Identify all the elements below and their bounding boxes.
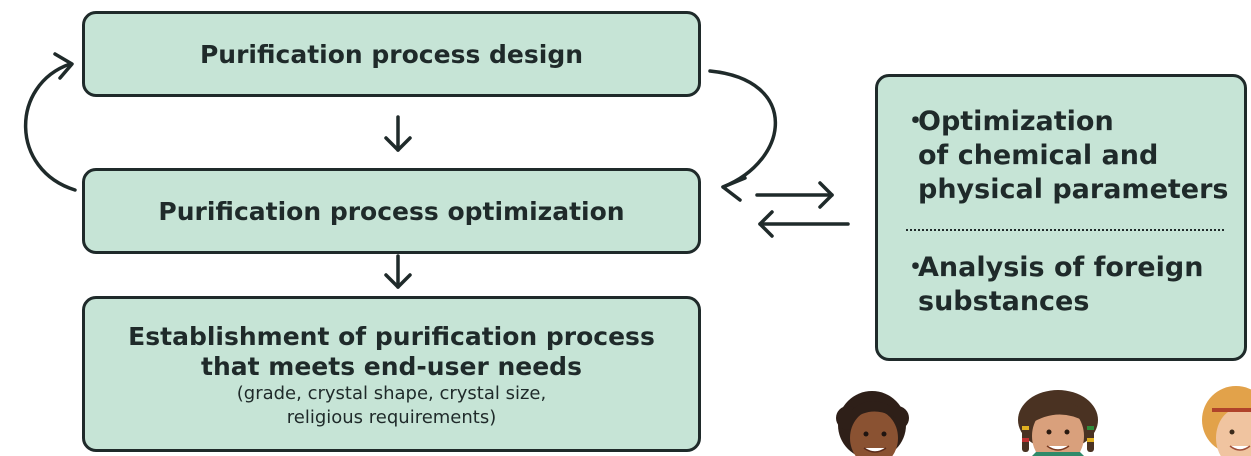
task-analysis: ・ Analysis of foreign substances — [902, 251, 1203, 319]
task-1-line-2: of chemical and — [918, 140, 1159, 171]
bullet-dot: ・ — [902, 106, 929, 137]
establishment-step-box: Establishment of purification process th… — [82, 296, 701, 452]
woman-blonde-hair-icon — [1202, 386, 1251, 456]
task-1-line-3: physical parameters — [918, 174, 1229, 205]
task-optimization: ・ Optimization of chemical and physical … — [902, 105, 1229, 207]
optimization-step-label: Purification process optimization — [158, 196, 625, 226]
tasks-box: ・ Optimization of chemical and physical … — [875, 74, 1247, 361]
task-2-line-1: Analysis of foreign — [918, 252, 1204, 283]
establishment-detail-line-2: religious requirements) — [286, 407, 497, 428]
establishment-title-line-2: that meets end-user needs — [201, 352, 582, 381]
bullet-dot: ・ — [902, 252, 929, 283]
optimization-step-box: Purification process optimization — [82, 168, 701, 254]
design-step-box: Purification process design — [82, 11, 701, 97]
establishment-title-line-1: Establishment of purification process — [128, 322, 655, 351]
task-1-line-1: Optimization — [918, 106, 1114, 137]
feedback-loop-arrowhead — [53, 52, 74, 80]
right-loop-arrowhead — [721, 176, 747, 202]
man-dreadlocks-icon — [1018, 390, 1098, 456]
feedback-loop-arrow — [23, 62, 77, 192]
dotted-divider — [906, 229, 1224, 231]
right-loop-arrow — [708, 69, 778, 189]
woman-curly-hair-icon — [836, 391, 909, 456]
establishment-detail-line-1: (grade, crystal shape, crystal size, — [236, 383, 547, 404]
task-2-line-2: substances — [918, 286, 1090, 317]
design-step-label: Purification process design — [199, 39, 584, 69]
